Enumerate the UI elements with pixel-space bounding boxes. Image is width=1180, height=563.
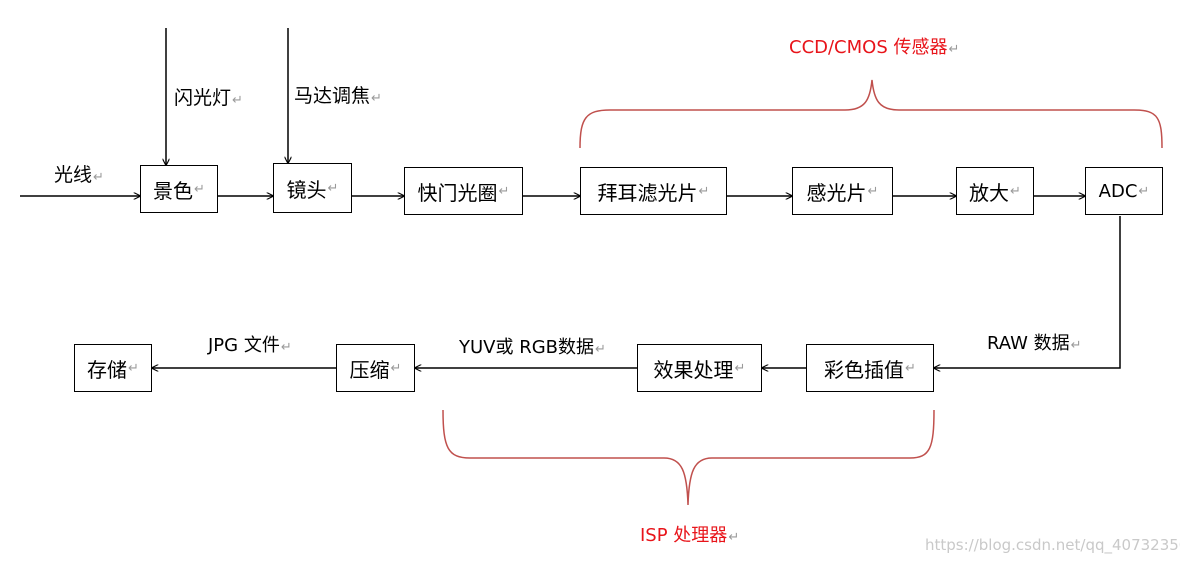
paragraph-mark: ↵ [327, 180, 339, 196]
label-motor-focus: 马达调焦↵ [294, 81, 382, 108]
box-effect-proc: 效果处理↵ [637, 344, 762, 392]
box-color-interp: 彩色插值↵ [806, 344, 934, 392]
paragraph-mark: ↵ [867, 183, 879, 199]
paragraph-mark: ↵ [595, 342, 606, 357]
box-bayer-filter: 拜耳滤光片↵ [580, 167, 727, 215]
paragraph-mark: ↵ [498, 183, 510, 199]
box-adc: ADC↵ [1085, 167, 1163, 215]
label-raw-data-text: RAW 数据 [987, 333, 1070, 354]
box-amplifier-label: 放大 [969, 180, 1010, 205]
label-jpg-file-text: JPG 文件 [208, 335, 280, 356]
paragraph-mark: ↵ [1070, 338, 1082, 353]
label-ccd-cmos: CCD/CMOS 传感器↵ [789, 33, 959, 59]
brace-isp [442, 409, 935, 506]
label-yuv-rgb-text: YUV或 RGB数据 [459, 337, 595, 358]
label-yuv-rgb: YUV或 RGB数据↵ [459, 333, 606, 359]
label-jpg-file: JPG 文件↵ [208, 331, 292, 357]
box-lens: 镜头↵ [273, 163, 352, 213]
paragraph-mark: ↵ [128, 360, 139, 376]
paragraph-mark: ↵ [371, 91, 382, 106]
box-effect-proc-label: 效果处理 [653, 357, 734, 382]
paragraph-mark: ↵ [905, 360, 916, 376]
label-isp-text: ISP 处理器 [640, 525, 728, 546]
box-shutter-aperture: 快门光圈↵ [404, 167, 523, 215]
paragraph-mark: ↵ [232, 93, 243, 108]
label-flash: 闪光灯↵ [174, 83, 243, 110]
box-color-interp-label: 彩色插值 [824, 357, 905, 382]
box-sensor-chip: 感光片↵ [792, 167, 893, 215]
label-raw-data: RAW 数据↵ [987, 329, 1082, 355]
label-ccd-cmos-text: CCD/CMOS 传感器 [789, 37, 948, 58]
paragraph-mark: ↵ [1138, 183, 1150, 199]
brace-ccd-cmos [579, 79, 1163, 149]
paragraph-mark: ↵ [698, 183, 710, 199]
label-flash-text: 闪光灯 [174, 87, 232, 109]
box-storage-label: 存储 [87, 357, 128, 382]
paragraph-mark: ↵ [734, 360, 746, 376]
box-scene-label: 景色 [153, 178, 194, 203]
label-light-text: 光线 [54, 164, 93, 186]
box-storage: 存储↵ [74, 344, 152, 392]
box-compress-label: 压缩 [349, 357, 390, 382]
label-light: 光线↵ [54, 160, 104, 187]
paragraph-mark: ↵ [93, 170, 104, 185]
box-amplifier: 放大↵ [956, 167, 1034, 215]
paragraph-mark: ↵ [948, 42, 960, 57]
watermark: https://blog.csdn.net/qq_40732350 [925, 536, 1180, 554]
box-compress: 压缩↵ [336, 344, 415, 392]
label-isp: ISP 处理器↵ [640, 521, 739, 547]
box-bayer-filter-label: 拜耳滤光片 [597, 180, 698, 205]
box-shutter-aperture-label: 快门光圈 [417, 180, 498, 205]
paragraph-mark: ↵ [390, 360, 402, 376]
paragraph-mark: ↵ [1010, 183, 1021, 199]
paragraph-mark: ↵ [194, 181, 205, 197]
box-sensor-chip-label: 感光片 [806, 180, 867, 205]
paragraph-mark: ↵ [728, 530, 740, 545]
box-lens-label: 镜头 [286, 177, 327, 202]
box-scene: 景色↵ [140, 165, 218, 213]
paragraph-mark: ↵ [280, 340, 292, 355]
label-motor-focus-text: 马达调焦 [294, 85, 371, 107]
box-adc-label: ADC [1098, 180, 1138, 202]
arrow-adc-to-color-interp [934, 216, 1121, 368]
